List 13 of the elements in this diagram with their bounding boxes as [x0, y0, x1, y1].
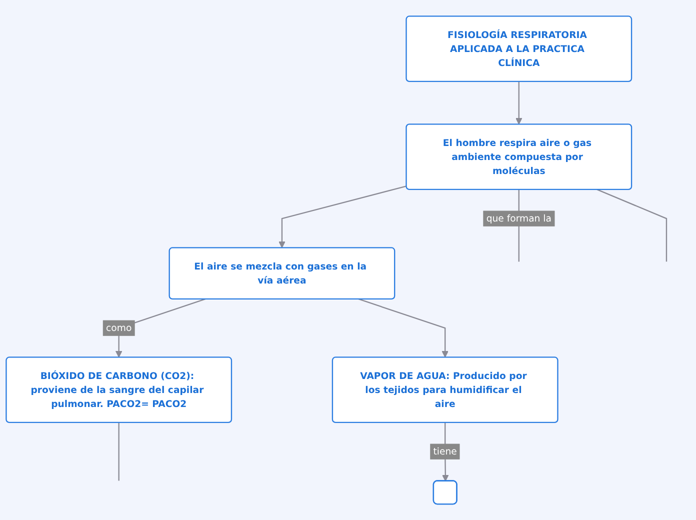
- node-box: FISIOLOGÍA RESPIRATORIA APLICADA A LA PRACTICA CLÍNICA: [406, 16, 632, 82]
- node-box: VAPOR DE AGUA: Producido por los tejidos para humidificar el aire: [332, 356, 558, 423]
- connector-line: [278, 185, 406, 248]
- node-box: El hombre respira aire o gas ambiente compuesta por moléculas: [406, 123, 632, 190]
- node-box: El aire se mezcla con gases en la vía aérea: [168, 246, 396, 300]
- connector-line: [515, 81, 522, 124]
- connector-line: [596, 188, 668, 262]
- edge-label: tiene: [433, 446, 457, 457]
- connector-line: [118, 422, 120, 481]
- edge-label: que forman la: [486, 213, 552, 224]
- connector-line: [358, 298, 449, 358]
- node-box: BIÓXIDO DE CARBONO (CO2): proviene de la sangre del capilar pulmonar. PACO2= PACO2: [6, 356, 232, 423]
- edge-label: como: [106, 322, 132, 334]
